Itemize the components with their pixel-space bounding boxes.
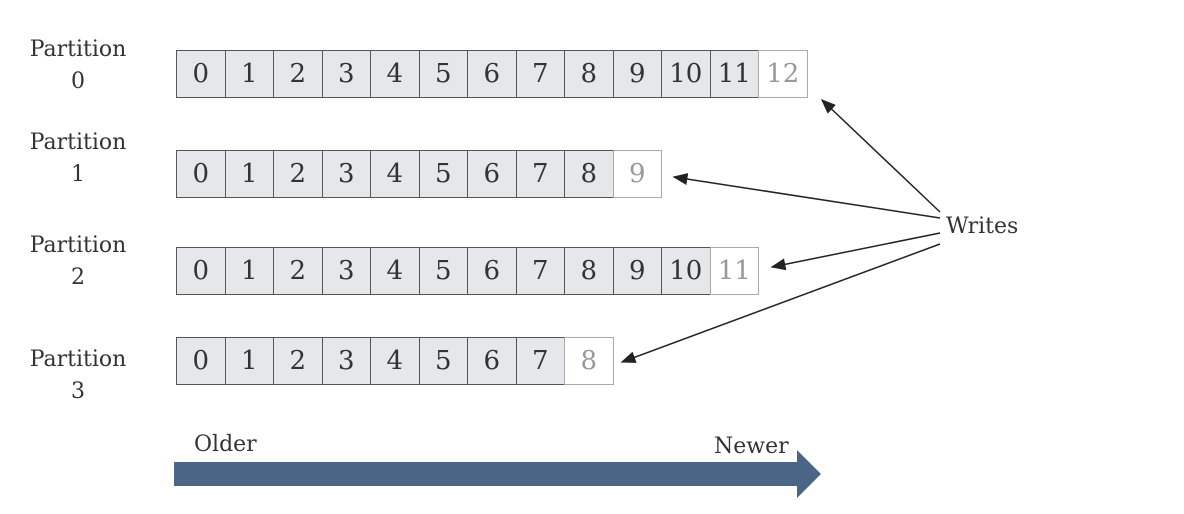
offset-cell: 7 bbox=[515, 50, 565, 98]
partition-label-2: Partition 2 bbox=[18, 230, 138, 294]
partition-label-3: Partition 3 bbox=[18, 344, 138, 408]
offset-cell: 7 bbox=[515, 150, 565, 198]
older-label: Older bbox=[194, 432, 257, 457]
offset-cell: 1 bbox=[224, 50, 274, 98]
write-arrow-partition-2 bbox=[770, 232, 941, 271]
offset-cell: 1 bbox=[224, 337, 274, 385]
offset-cell: 4 bbox=[370, 247, 420, 295]
write-arrow-partition-1 bbox=[672, 173, 941, 219]
partition-label-word: Partition bbox=[29, 347, 127, 372]
offset-cell: 5 bbox=[418, 247, 468, 295]
offset-cell: 2 bbox=[273, 337, 323, 385]
partition-label-number: 2 bbox=[71, 265, 85, 290]
offset-cell: 7 bbox=[515, 247, 565, 295]
offset-cell: 4 bbox=[370, 50, 420, 98]
partition-label-word: Partition bbox=[29, 130, 127, 155]
offset-cell: 2 bbox=[273, 150, 323, 198]
offset-cell: 8 bbox=[564, 247, 614, 295]
partition-label-0: Partition 0 bbox=[18, 34, 138, 98]
next-offset-cell: 9 bbox=[612, 150, 662, 198]
offset-cell: 5 bbox=[418, 337, 468, 385]
partition-label-word: Partition bbox=[29, 233, 127, 258]
next-offset-cell: 12 bbox=[758, 50, 808, 98]
offset-cell: 6 bbox=[467, 50, 517, 98]
offset-cell: 8 bbox=[564, 150, 614, 198]
offset-cell: 4 bbox=[370, 150, 420, 198]
write-arrow-partition-0 bbox=[820, 98, 941, 213]
offset-cell: 10 bbox=[661, 247, 711, 295]
next-offset-cell: 8 bbox=[564, 337, 614, 385]
offset-cell: 0 bbox=[176, 247, 226, 295]
offset-cell: 5 bbox=[418, 150, 468, 198]
offset-cell: 6 bbox=[467, 150, 517, 198]
offset-cell: 0 bbox=[176, 337, 226, 385]
newer-label: Newer bbox=[714, 434, 789, 459]
offset-cell: 11 bbox=[709, 50, 759, 98]
partition-label-number: 0 bbox=[71, 69, 85, 94]
timeline-arrow bbox=[174, 450, 821, 498]
offset-cell: 3 bbox=[321, 150, 371, 198]
offset-cell: 3 bbox=[321, 337, 371, 385]
offset-cell: 0 bbox=[176, 50, 226, 98]
write-arrow-partition-3 bbox=[620, 243, 941, 363]
offset-cell: 6 bbox=[467, 337, 517, 385]
partition-label-word: Partition bbox=[29, 37, 127, 62]
writes-label: Writes bbox=[946, 214, 1019, 239]
next-offset-cell: 11 bbox=[709, 247, 759, 295]
offset-cell: 5 bbox=[418, 50, 468, 98]
offset-cell: 2 bbox=[273, 247, 323, 295]
partition-label-1: Partition 1 bbox=[18, 127, 138, 191]
partition-label-number: 3 bbox=[71, 379, 85, 404]
partition-label-number: 1 bbox=[71, 162, 85, 187]
offset-cell: 9 bbox=[612, 50, 662, 98]
offset-cell: 4 bbox=[370, 337, 420, 385]
offset-cell: 1 bbox=[224, 150, 274, 198]
